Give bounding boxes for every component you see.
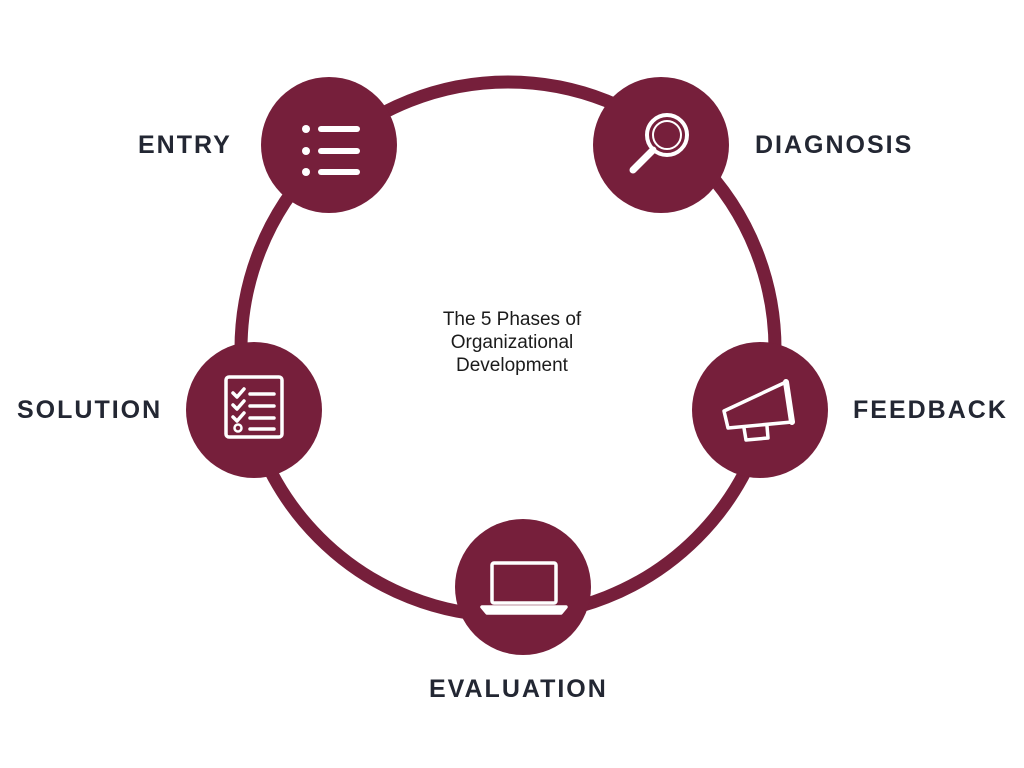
diagram-title-line-3: Development (456, 355, 568, 376)
diagram-title: The 5 Phases of Organizational Developme… (392, 308, 632, 377)
phase-node-solution (186, 342, 322, 478)
phase-label-evaluation: EVALUATION (429, 675, 608, 703)
phase-label-diagnosis: DIAGNOSIS (755, 131, 914, 159)
phase-node-feedback (692, 342, 828, 478)
phase-node-evaluation (455, 519, 591, 655)
megaphone-icon (722, 379, 795, 442)
list-icon (302, 125, 360, 176)
magnifier-icon (629, 113, 689, 174)
phase-node-entry (261, 77, 397, 213)
laptop-icon (480, 561, 568, 615)
phase-label-entry: ENTRY (138, 131, 232, 159)
phase-label-solution: SOLUTION (17, 396, 163, 424)
phase-node-diagnosis (593, 77, 729, 213)
diagram-title-line-1: The 5 Phases of (442, 309, 582, 330)
phase-label-feedback: FEEDBACK (853, 396, 1008, 424)
diagram-title-line-2: Organizational (450, 332, 574, 353)
checklist-icon (224, 375, 284, 439)
